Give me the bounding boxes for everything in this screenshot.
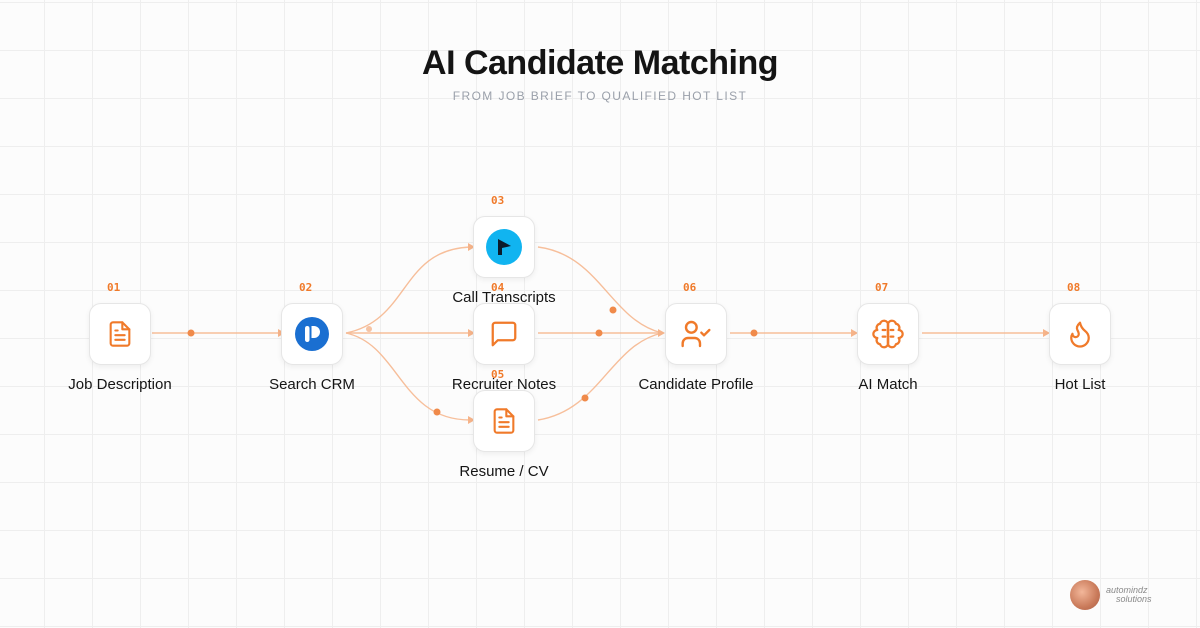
connector-02-05 (345, 332, 471, 421)
step-label: Hot List (1054, 376, 1106, 393)
step-label: AI Match (858, 376, 918, 393)
arrowhead (658, 329, 665, 337)
step-number: 04 (491, 281, 505, 294)
step-number: 07 (875, 281, 889, 294)
flow-dot (750, 329, 758, 337)
step-number: 06 (683, 281, 697, 294)
brain-icon (872, 319, 904, 349)
page-subtitle: FROM JOB BRIEF TO QUALIFIED HOT LIST (452, 89, 748, 103)
arrowhead (1043, 329, 1050, 337)
step-number: 02 (299, 281, 313, 294)
step-candidate-profile[interactable] (665, 303, 727, 365)
step-search-crm[interactable] (281, 303, 343, 365)
connector-02-03 (345, 246, 471, 334)
step-hot-list[interactable] (1049, 303, 1111, 365)
step-job-description[interactable] (89, 303, 151, 365)
call-transcript-logo-icon (486, 229, 522, 265)
logo-text-line1: automindz (1106, 585, 1148, 595)
crm-logo-icon (295, 317, 329, 351)
step-label: Recruiter Notes (451, 376, 557, 393)
flow-dot (609, 306, 617, 314)
step-label: Search CRM (269, 376, 355, 393)
step-number: 03 (491, 194, 505, 207)
arrowhead (468, 329, 475, 337)
logo-text-line2: solutions (1116, 594, 1152, 604)
step-number: 01 (107, 281, 121, 294)
document-icon (493, 408, 515, 434)
flow-dot (366, 326, 372, 332)
step-label: Candidate Profile (638, 376, 754, 393)
step-number: 05 (491, 368, 505, 381)
connector-05-06 (537, 332, 663, 421)
flow-dot (581, 394, 589, 402)
step-call-transcripts[interactable] (473, 216, 535, 278)
step-label: Call Transcripts (452, 289, 556, 306)
step-label: Job Description (68, 376, 172, 393)
step-ai-match[interactable] (857, 303, 919, 365)
user-check-icon (681, 320, 711, 348)
message-square-icon (491, 321, 517, 347)
arrowhead (851, 329, 858, 337)
step-resume-cv[interactable] (473, 390, 535, 452)
step-label: Resume / CV (459, 463, 549, 480)
flow-dot (595, 329, 603, 337)
step-number: 08 (1067, 281, 1081, 294)
arrowhead (468, 416, 475, 424)
step-recruiter-notes[interactable] (473, 303, 535, 365)
flow-dot (187, 329, 195, 337)
connector-03-06 (537, 246, 663, 334)
arrowhead (468, 243, 475, 251)
flow-dot (433, 408, 441, 416)
document-icon (109, 321, 131, 347)
brain-logo-icon (1070, 580, 1100, 610)
page-title: AI Candidate Matching (422, 44, 778, 82)
brand-logo: automindz solutions (1070, 578, 1170, 612)
flame-icon (1070, 321, 1090, 348)
